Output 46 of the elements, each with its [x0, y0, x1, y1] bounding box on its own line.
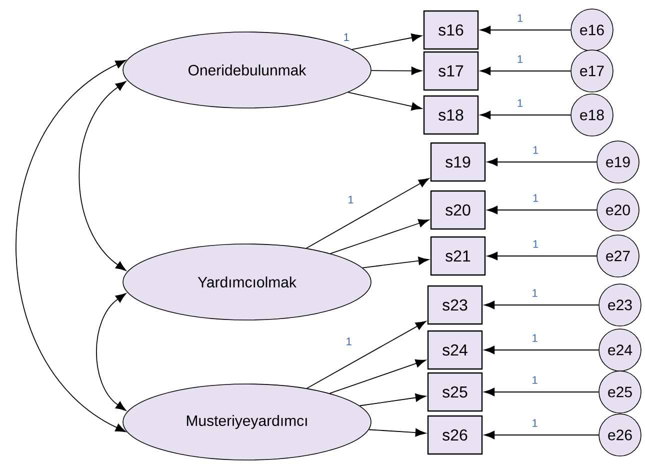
arrow [348, 92, 422, 110]
arrow [480, 26, 572, 34]
arrow [329, 359, 426, 394]
arrow [487, 206, 598, 214]
arrow [78, 81, 126, 271]
observed-variable-box: s18 [423, 95, 479, 135]
arrow [306, 178, 430, 249]
edge-label: 1 [342, 32, 350, 42]
edge-label: 1 [532, 194, 540, 202]
observed-variable-box: s24 [427, 330, 483, 370]
arrow [487, 252, 598, 260]
observed-variable-box: s23 [427, 285, 483, 325]
edge-label: 1 [531, 288, 538, 298]
arrow [96, 293, 126, 411]
edge-label: 1 [531, 418, 538, 428]
arrow [370, 66, 422, 75]
arrow [480, 66, 572, 76]
arrow [16, 60, 126, 432]
edge-label: 1 [531, 376, 538, 384]
arrow [480, 110, 572, 120]
arrow [352, 34, 422, 50]
arrow [330, 219, 430, 254]
arrow [484, 388, 600, 396]
arrow [368, 428, 426, 437]
arrow [484, 430, 600, 440]
observed-variable-box: s19 [430, 142, 486, 182]
arrow [487, 158, 598, 166]
observed-variable-box: s20 [430, 190, 486, 230]
observed-variable-box: s21 [430, 236, 486, 276]
edge-label: 1 [347, 195, 354, 204]
edge-label: 1 [345, 337, 352, 346]
arrow [306, 320, 426, 389]
edge-label: 1 [531, 334, 538, 342]
arrow [484, 346, 600, 354]
edge-label: 1 [516, 14, 524, 22]
arrow [359, 394, 426, 406]
edge-label: 1 [516, 98, 524, 108]
observed-variable-box: s17 [423, 51, 479, 91]
arrow [484, 300, 600, 310]
edge-label: 1 [516, 54, 524, 64]
edge-label: 1 [532, 146, 540, 154]
edge-label: 1 [532, 240, 540, 248]
arrow [362, 256, 430, 268]
observed-variable-box: s16 [423, 10, 479, 50]
observed-variable-box: s26 [427, 415, 483, 455]
observed-variable-box: s25 [427, 372, 483, 412]
